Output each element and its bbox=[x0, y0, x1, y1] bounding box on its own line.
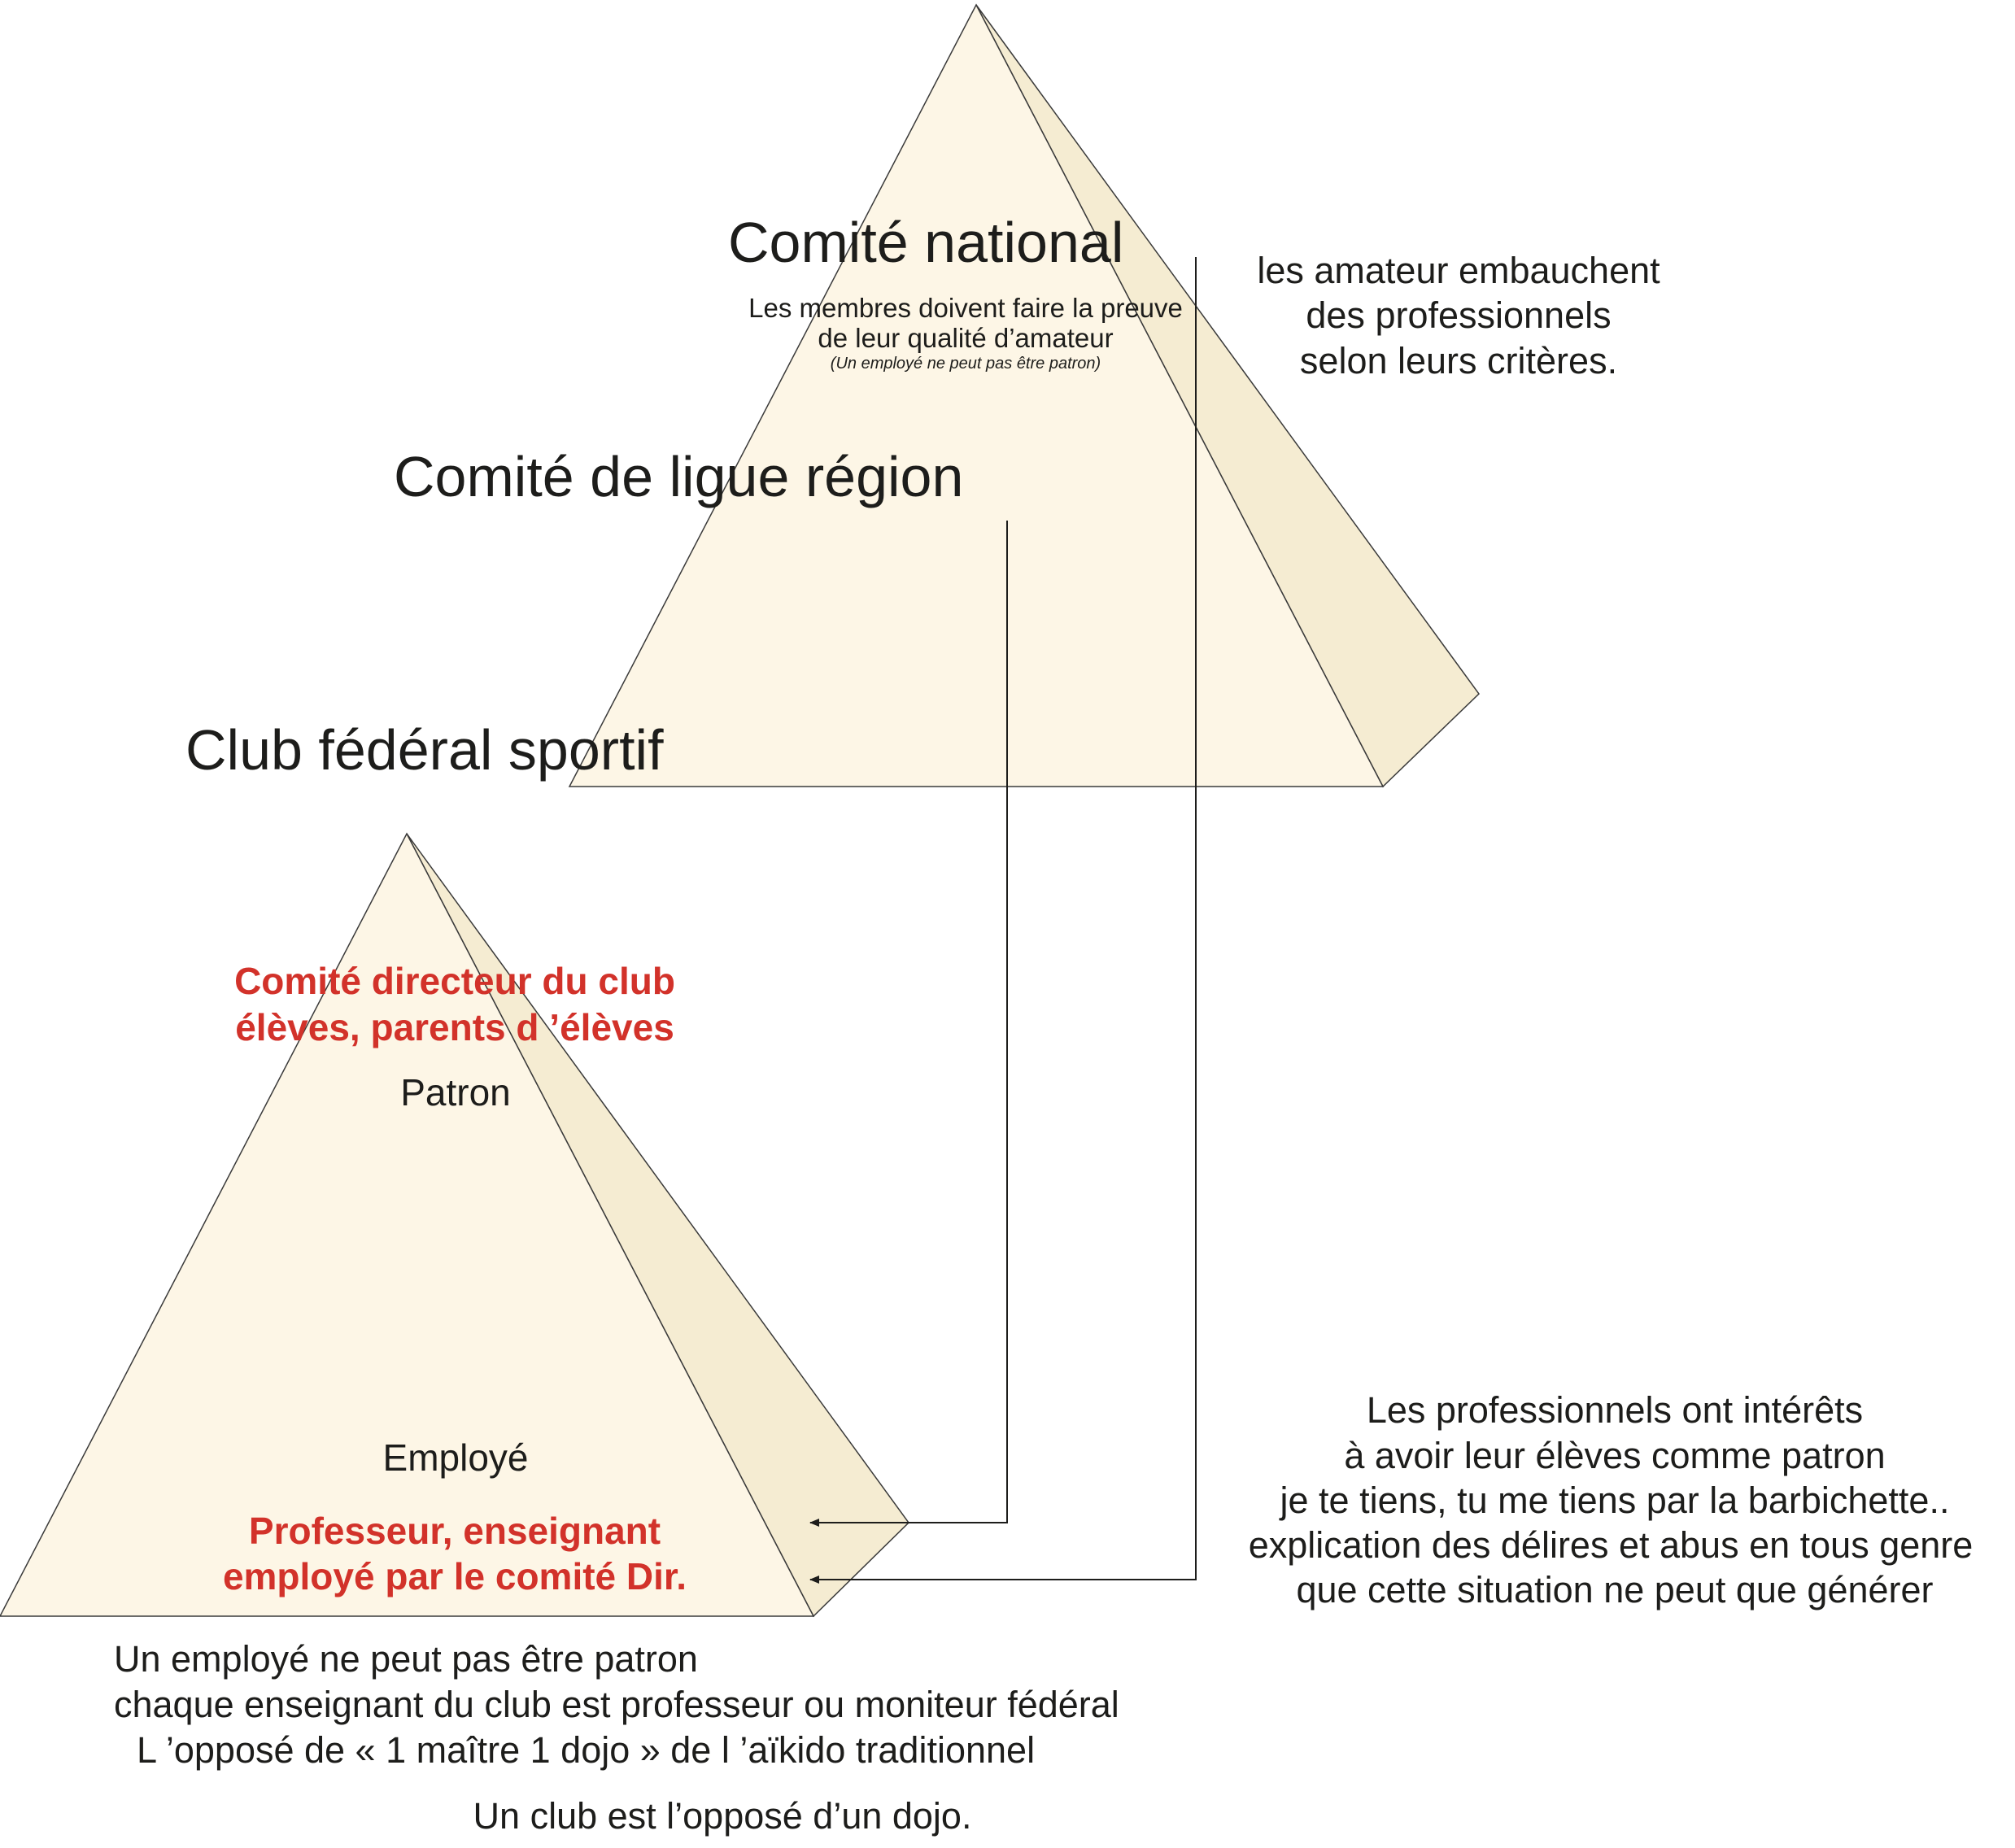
note-amateur-small: (Un employé ne peut pas être patron) bbox=[830, 355, 1101, 373]
note-amateurs-hire-line2: des professionnels bbox=[1306, 294, 1612, 336]
label-club-federal-sportif: Club fédéral sportif bbox=[185, 718, 664, 782]
note-amateurs-hire-line3: selon leurs critères. bbox=[1299, 340, 1618, 381]
label-patron: Patron bbox=[400, 1071, 511, 1114]
top-pyramid-front-face bbox=[568, 3, 1385, 787]
region-connector-arrow bbox=[809, 521, 1008, 1527]
label-employe: Employé bbox=[382, 1436, 529, 1479]
footer-line1: Un employé ne peut pas être patron bbox=[114, 1638, 698, 1680]
footer-line2: chaque enseignant du club est professeur… bbox=[114, 1684, 1119, 1725]
note-professionals-line2: à avoir leur élèves comme patron bbox=[1344, 1435, 1886, 1476]
note-professionals-line3: je te tiens, tu me tiens par la barbiche… bbox=[1280, 1480, 1950, 1521]
note-professionals-line4: explication des délires et abus en tous … bbox=[1248, 1524, 1974, 1566]
note-amateurs-hire-line1: les amateur embauchent bbox=[1257, 250, 1660, 291]
footer-line3: L ’opposé de « 1 maître 1 dojo » de l ’a… bbox=[137, 1729, 1036, 1771]
note-professionals-line1: Les professionnels ont intérêts bbox=[1366, 1389, 1864, 1431]
label-comite-directeur: Comité directeur du club bbox=[234, 960, 675, 1002]
label-employe-par-comite: employé par le comité Dir. bbox=[222, 1555, 687, 1597]
note-amateur-line1: Les membres doivent faire la preuve bbox=[748, 293, 1183, 323]
footer-line4: Un club est l’opposé d’un dojo. bbox=[473, 1795, 972, 1837]
national-connector-arrow bbox=[809, 257, 1197, 1584]
bottom-pyramid-front-face bbox=[0, 832, 815, 1617]
bottom-pyramid bbox=[0, 832, 909, 1618]
label-eleves-parents: élèves, parents d ’élèves bbox=[235, 1006, 674, 1048]
label-comite-national: Comité national bbox=[728, 211, 1124, 274]
label-comite-ligue-region: Comité de ligue région bbox=[394, 445, 964, 508]
label-professeur: Professeur, enseignant bbox=[248, 1510, 661, 1552]
top-pyramid bbox=[568, 3, 1480, 788]
note-professionals-line5: que cette situation ne peut que générer bbox=[1296, 1569, 1934, 1610]
note-amateur-line2: de leur qualité d’amateur bbox=[818, 323, 1114, 353]
